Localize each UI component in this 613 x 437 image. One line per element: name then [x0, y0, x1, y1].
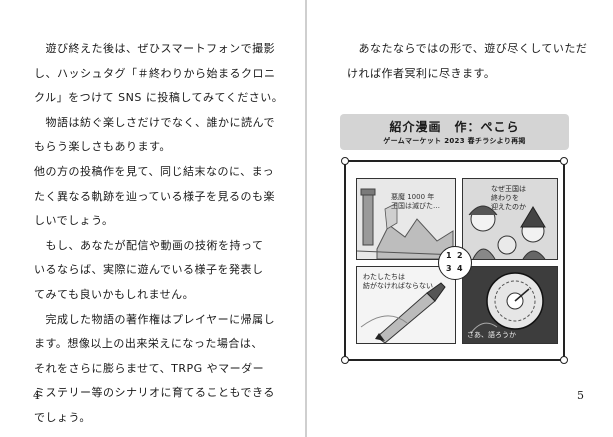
frame-corner-dot [560, 356, 568, 364]
page-number-right: 5 [577, 389, 584, 402]
frame-corner-dot [341, 356, 349, 364]
comic-panel-1: 悪魔 1000 年 王国は滅びた… [356, 178, 456, 260]
body-line: もし、あなたが配信や動画の技術を持って [34, 238, 264, 252]
body-line: それをさらに膨らませて、TRPG やマーダー [34, 361, 265, 375]
feature-header: 紹介漫画 作：ぺこら ゲームマーケット 2023 春チラシより再掲 [340, 114, 569, 150]
body-line: てみても良いかもしれません。 [34, 287, 195, 301]
body-line: しいでしょう。 [34, 214, 114, 228]
body-line: いるならば、実際に遊んでいる様子を発表し [34, 263, 264, 277]
body-line: ミステリー等のシナリオに育てることもできる [34, 386, 275, 400]
pen-illustration [360, 282, 446, 343]
body-line: もらう楽しさもあります。 [34, 140, 171, 154]
body-line: 物語は紡ぐ楽しさだけでなく、誰かに読んで [34, 115, 275, 129]
body-line: 他の方の投稿作を見て、同じ結末なのに、まっ [34, 164, 275, 178]
panel-3-caption: わたしたちは 紡がなければならない [363, 273, 433, 290]
comic-panel-2: なぜ王国は 終わりを 迎えたのか [462, 178, 558, 260]
body-line: し、ハッシュタグ「＃終わりから始まるクロニ [34, 66, 276, 80]
feature-title: 紹介漫画 作：ぺこら [389, 120, 520, 134]
body-line: ます。想像以上の出来栄えになった場合は、 [34, 337, 263, 351]
page-number-left: 4 [33, 389, 40, 402]
panel-1-caption: 悪魔 1000 年 王国は滅びた… [391, 193, 440, 210]
characters-illustration [468, 205, 546, 259]
left-page: 遊び終えた後は、ぜひスマートフォンで撮影 し、ハッシュタグ「＃終わりから始まるク… [0, 0, 306, 437]
comic-panel-4: さあ、語ろうか [462, 266, 558, 344]
body-line: 完成した物語の著作権はプレイヤーに帰属し [34, 312, 276, 326]
comic-panel-3: わたしたちは 紡がなければならない [356, 266, 456, 344]
body-line: たく異なる軌跡を辿っている様子を見るのも楽 [34, 189, 275, 203]
body-line: ければ作者冥利に尽きます。 [347, 66, 496, 80]
feature-subtitle: ゲームマーケット 2023 春チラシより再掲 [383, 137, 526, 145]
body-line: 遊び終えた後は、ぜひスマートフォンで撮影 [34, 42, 276, 55]
comic-frame: 悪魔 1000 年 王国は滅びた… なぜ王国は 終わりを 迎えたのか [341, 157, 568, 364]
body-line: クル」をつけて SNS に投稿してみてください。 [34, 91, 284, 105]
panel-4-caption: さあ、語ろうか [467, 331, 516, 339]
dial-illustration [470, 272, 544, 334]
right-page: あなたならではの形で、遊び尽くしていただ ければ作者冥利に尽きます。 紹介漫画 … [307, 0, 613, 437]
left-page-body: 遊び終えた後は、ぜひスマートフォンで撮影 し、ハッシュタグ「＃終わりから始まるク… [34, 37, 283, 431]
panel-2-caption: なぜ王国は 終わりを 迎えたのか [491, 185, 526, 211]
right-page-body: あなたならではの形で、遊び尽くしていただ ければ作者冥利に尽きます。 [347, 37, 587, 86]
body-line: でしょう。 [34, 410, 91, 424]
frame-corner-dot [341, 157, 349, 165]
body-line: あなたならではの形で、遊び尽くしていただ [347, 42, 588, 55]
ruins-illustration [357, 188, 455, 259]
reading-order-marker: 1 2 3 4 [438, 246, 472, 280]
book-spine [305, 0, 307, 437]
frame-corner-dot [560, 157, 568, 165]
